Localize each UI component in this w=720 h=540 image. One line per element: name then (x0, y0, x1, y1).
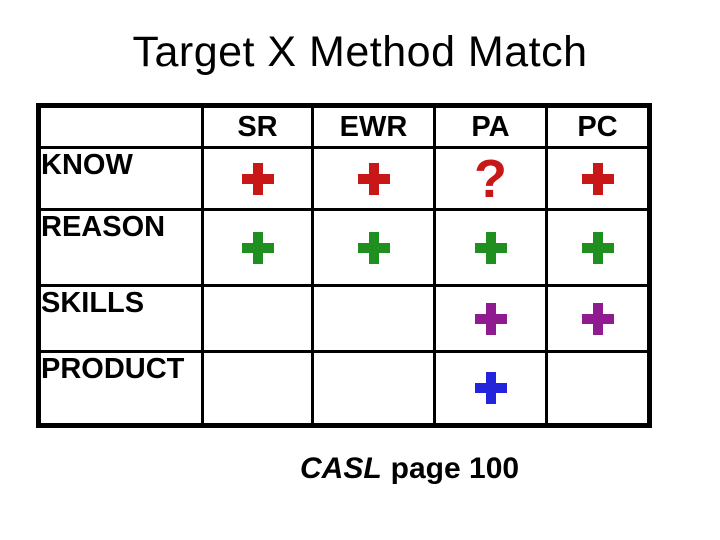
plus-symbol (241, 162, 274, 195)
match-cell (201, 350, 314, 427)
row-label: SKILLS (37, 284, 204, 353)
plus-symbol (581, 162, 614, 195)
plus-symbol (474, 372, 507, 404)
question-symbol: ? (474, 148, 507, 209)
match-cell (311, 146, 436, 211)
match-cell (545, 146, 651, 211)
column-header-pc: PC (545, 104, 651, 149)
match-cell: ? (433, 146, 548, 211)
match-cell (545, 284, 651, 353)
column-header-ewr: EWR (311, 104, 436, 149)
slide-title: Target X Method Match (132, 28, 588, 76)
table-row-know: KNOW? (37, 146, 651, 211)
table-row-product: PRODUCT (37, 350, 651, 427)
caption-page-text: page 100 (390, 452, 520, 485)
match-cell (201, 208, 314, 287)
match-cell (433, 208, 548, 287)
row-label: KNOW (37, 146, 204, 211)
plus-symbol (581, 302, 614, 335)
table-row-skills: SKILLS (37, 284, 651, 353)
match-cell (545, 350, 651, 427)
match-cell (545, 208, 651, 287)
match-cell (311, 208, 436, 287)
match-cell (201, 284, 314, 353)
caption-book-abbrev: CASL (300, 452, 382, 485)
row-label: PRODUCT (37, 350, 204, 427)
match-cell (311, 350, 436, 427)
plus-symbol (474, 231, 507, 264)
match-cell (201, 146, 314, 211)
column-header-pa: PA (433, 104, 548, 149)
row-label: REASON (37, 208, 204, 287)
table-row-reason: REASON (37, 208, 651, 287)
match-cell (311, 284, 436, 353)
column-header-sr: SR (201, 104, 314, 149)
corner-cell (37, 104, 204, 149)
match-cell (433, 350, 548, 427)
plus-symbol (581, 231, 614, 264)
plus-symbol (474, 302, 507, 335)
match-cell (433, 284, 548, 353)
plus-symbol (357, 162, 390, 195)
plus-symbol (241, 231, 274, 264)
plus-symbol (357, 231, 390, 264)
